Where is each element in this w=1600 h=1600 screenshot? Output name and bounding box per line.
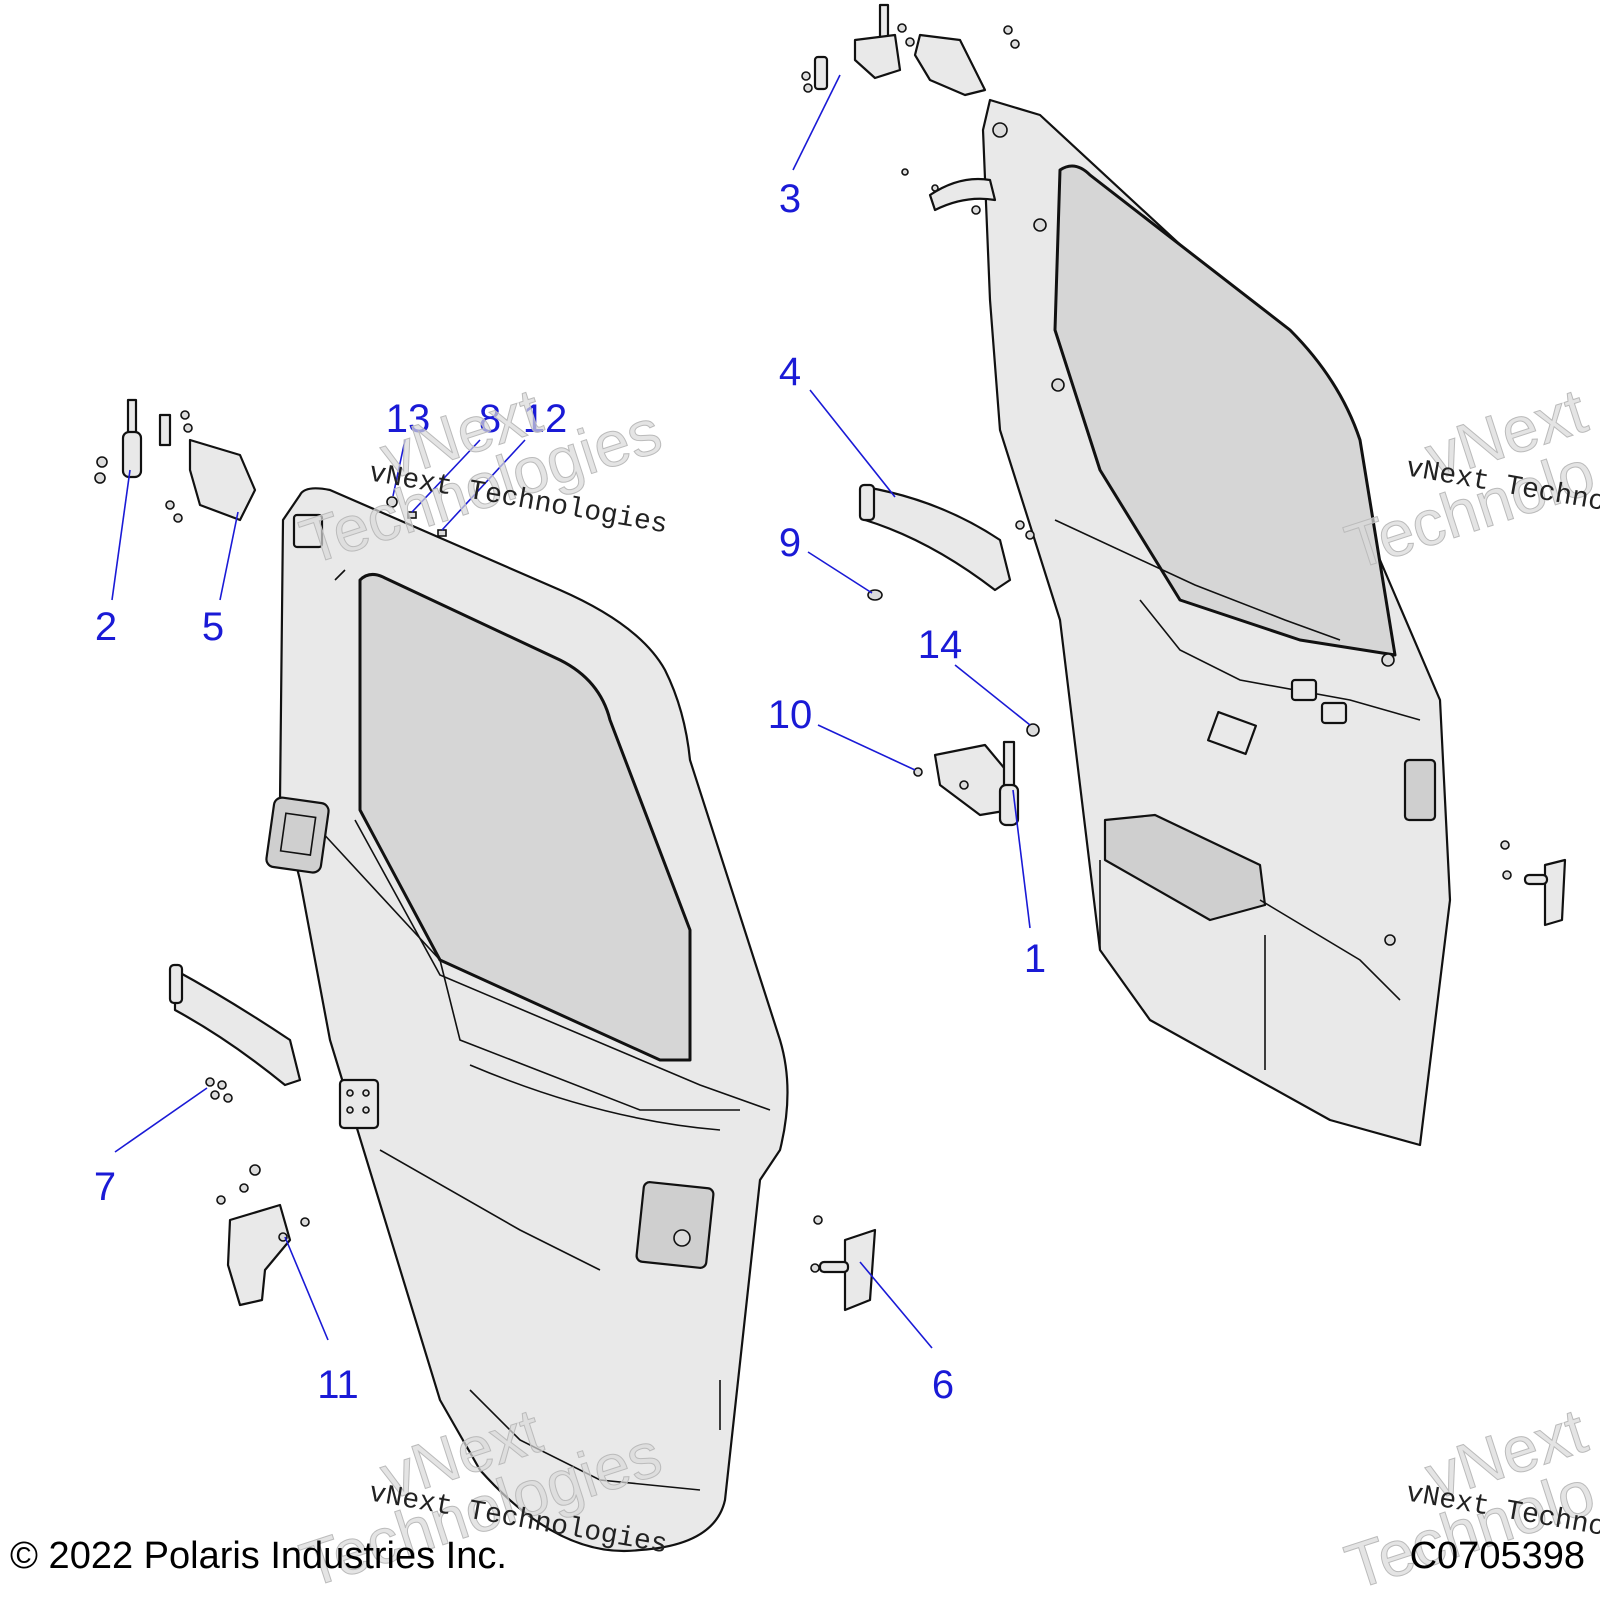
callout-8: 8 (479, 397, 501, 441)
bolt-part-10 (913, 767, 923, 777)
hinge-part-1 (933, 740, 1020, 827)
strap-part-4 (858, 483, 1035, 592)
leader-5 (219, 511, 239, 601)
leader-10 (817, 724, 916, 771)
leader-14 (954, 664, 1031, 726)
leader-11 (284, 1236, 329, 1341)
copyright-text: © 2022 Polaris Industries Inc. (10, 1535, 507, 1577)
leader-4 (809, 389, 896, 498)
leader-2 (111, 469, 131, 601)
right-door-panel (981, 98, 1452, 1147)
leader-6 (859, 1261, 933, 1349)
leader-9 (807, 551, 873, 594)
callout-5: 5 (202, 605, 224, 649)
callouts: 1 2 3 4 5 6 7 8 9 10 11 12 13 14 (94, 177, 1046, 1407)
striker-part-6 (810, 1215, 877, 1312)
callout-2: 2 (95, 605, 117, 649)
left-door-panel (265, 487, 789, 1553)
callout-6: 6 (932, 1363, 954, 1407)
callout-1: 1 (1024, 937, 1046, 981)
striker-right (1500, 840, 1567, 927)
leader-3 (792, 74, 841, 171)
hinge-part-2 (94, 398, 172, 484)
callout-13: 13 (386, 397, 431, 441)
callout-11: 11 (317, 1363, 359, 1407)
nut-part-13 (386, 496, 398, 508)
leader-1 (1012, 789, 1031, 929)
leader-8 (411, 439, 481, 513)
leader-13 (392, 439, 406, 497)
bracket-part-5 (165, 410, 257, 523)
strap-left (168, 963, 302, 1087)
fasteners-part-7 (205, 1077, 233, 1103)
callout-14: 14 (918, 623, 963, 667)
callout-4: 4 (779, 350, 801, 394)
leader-12 (441, 439, 526, 531)
callout-9: 9 (779, 521, 801, 565)
callout-12: 12 (523, 397, 568, 441)
leader-lines (111, 74, 1031, 1349)
callout-3: 3 (779, 177, 801, 221)
latch-part-11 (216, 1164, 310, 1307)
callout-7: 7 (94, 1165, 116, 1209)
leader-7 (114, 1087, 208, 1153)
callout-10: 10 (768, 693, 813, 737)
nut-part-14 (1026, 723, 1040, 737)
hinge-part-3 (801, 3, 1020, 215)
figure-code: C0705398 (1410, 1535, 1585, 1577)
